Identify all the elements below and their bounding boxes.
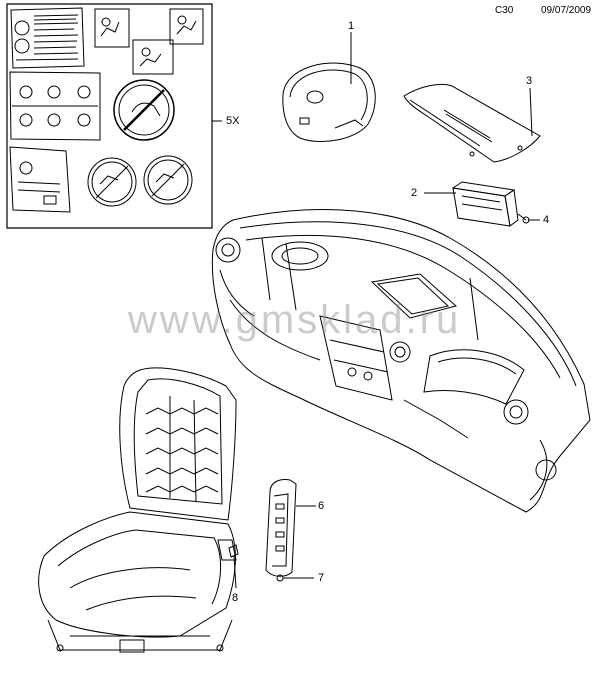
airbag-sticker-mid: [133, 40, 173, 74]
watermark: www.gmsklad.ru: [128, 298, 462, 342]
visor-label-card: [10, 147, 70, 212]
passenger-airbag-module: [424, 182, 540, 226]
diagram-date: 09/07/2009: [541, 5, 592, 16]
clip-icon: [229, 545, 238, 557]
airbag-sticker-corner: [170, 9, 203, 44]
callout-8: 8: [232, 592, 239, 604]
callout-5x: 5X: [226, 115, 240, 127]
airbag-disc-left: [88, 158, 136, 206]
callout-3: 3: [526, 75, 533, 87]
label-kit-group: [7, 4, 222, 228]
instrument-panel: [212, 210, 590, 512]
callout-4: 4: [543, 214, 550, 226]
callout-3-leader: [530, 88, 532, 136]
airbag-disc-right: [144, 156, 192, 204]
airbag-screw: [277, 575, 314, 581]
callout-2: 2: [411, 187, 418, 199]
callout-8-leader: [234, 556, 236, 588]
airbag-sticker-small: [95, 9, 129, 47]
driver-airbag-module: [283, 32, 375, 142]
info-label-card: [10, 72, 100, 140]
warning-label-card: [11, 8, 84, 68]
label-kit-frame: [7, 4, 212, 228]
callout-7: 7: [318, 572, 325, 584]
passenger-airbag-cover: [404, 84, 540, 162]
seat-frame: [39, 368, 236, 652]
airbag-clip: [229, 545, 238, 588]
callout-6: 6: [318, 500, 325, 512]
seat-side-airbag: [266, 480, 316, 577]
callout-1: 1: [348, 20, 355, 32]
child-seat-warning-disc: [114, 80, 174, 140]
diagram-code: C30: [495, 5, 514, 16]
